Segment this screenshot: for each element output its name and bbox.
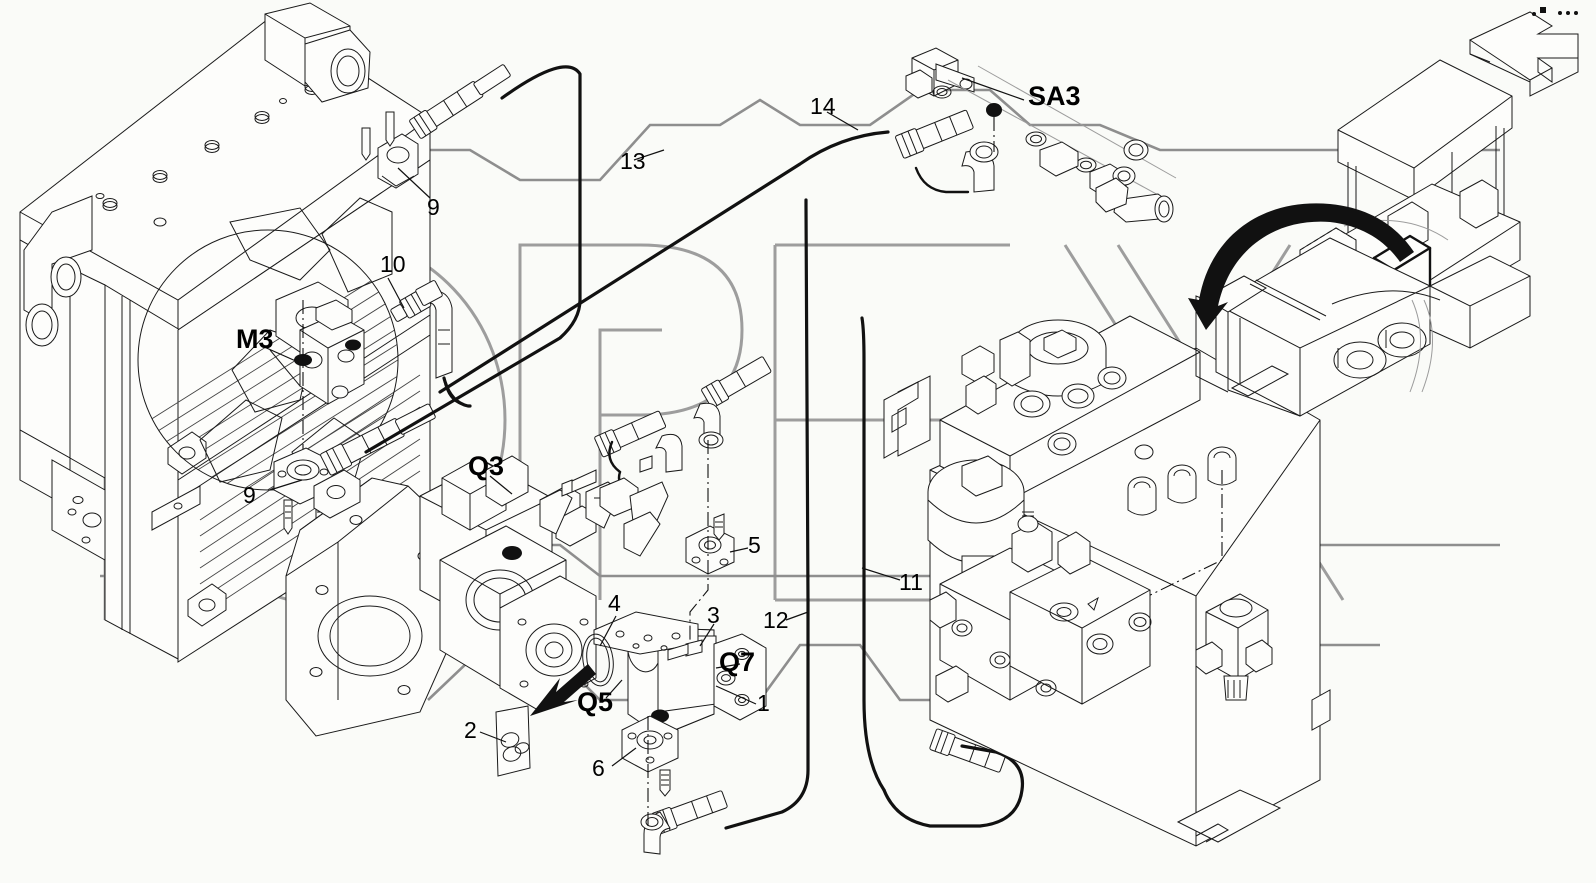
callout-label-10: 10 — [380, 251, 406, 277]
callout-label-12: 12 — [763, 607, 789, 633]
callout-label-9-top: 9 — [427, 194, 440, 220]
component-label-sa3: SA3 — [1028, 81, 1081, 111]
callout-label-13: 13 — [620, 148, 646, 174]
fan-motor-M3 — [294, 299, 365, 470]
callout-label-1: 1 — [757, 690, 770, 716]
component-label-q5: Q5 — [577, 687, 614, 717]
callout-label-2: 2 — [464, 717, 477, 743]
paver-machine-overview — [1188, 59, 1531, 417]
manifold-rail-SA3 — [905, 47, 1177, 223]
component-label-q3: Q3 — [468, 451, 505, 481]
hydraulic-pump-stack-Q3 — [285, 455, 669, 737]
direction-arrow — [1468, 11, 1579, 97]
callout-label-11: 11 — [899, 569, 923, 595]
callout-label-14: 14 — [810, 93, 836, 119]
callout-label-4: 4 — [608, 590, 621, 616]
gear-pump-Q7 — [495, 611, 767, 830]
callout-label-5: 5 — [748, 532, 761, 558]
component-label-q7: Q7 — [719, 647, 756, 677]
callout-label-9-left: 9 — [243, 482, 256, 508]
component-label-m3: M3 — [236, 324, 274, 354]
hose-fittings-group — [320, 64, 1006, 855]
valve-block-manifold — [927, 315, 1273, 705]
hydraulic-hose-lines — [364, 65, 1025, 830]
flange-fitting-5 — [639, 440, 735, 640]
callout-label-3: 3 — [707, 602, 720, 628]
corner-marks — [1532, 7, 1578, 16]
callout-label-6: 6 — [592, 755, 605, 781]
callout-leader-lines — [261, 77, 1025, 767]
